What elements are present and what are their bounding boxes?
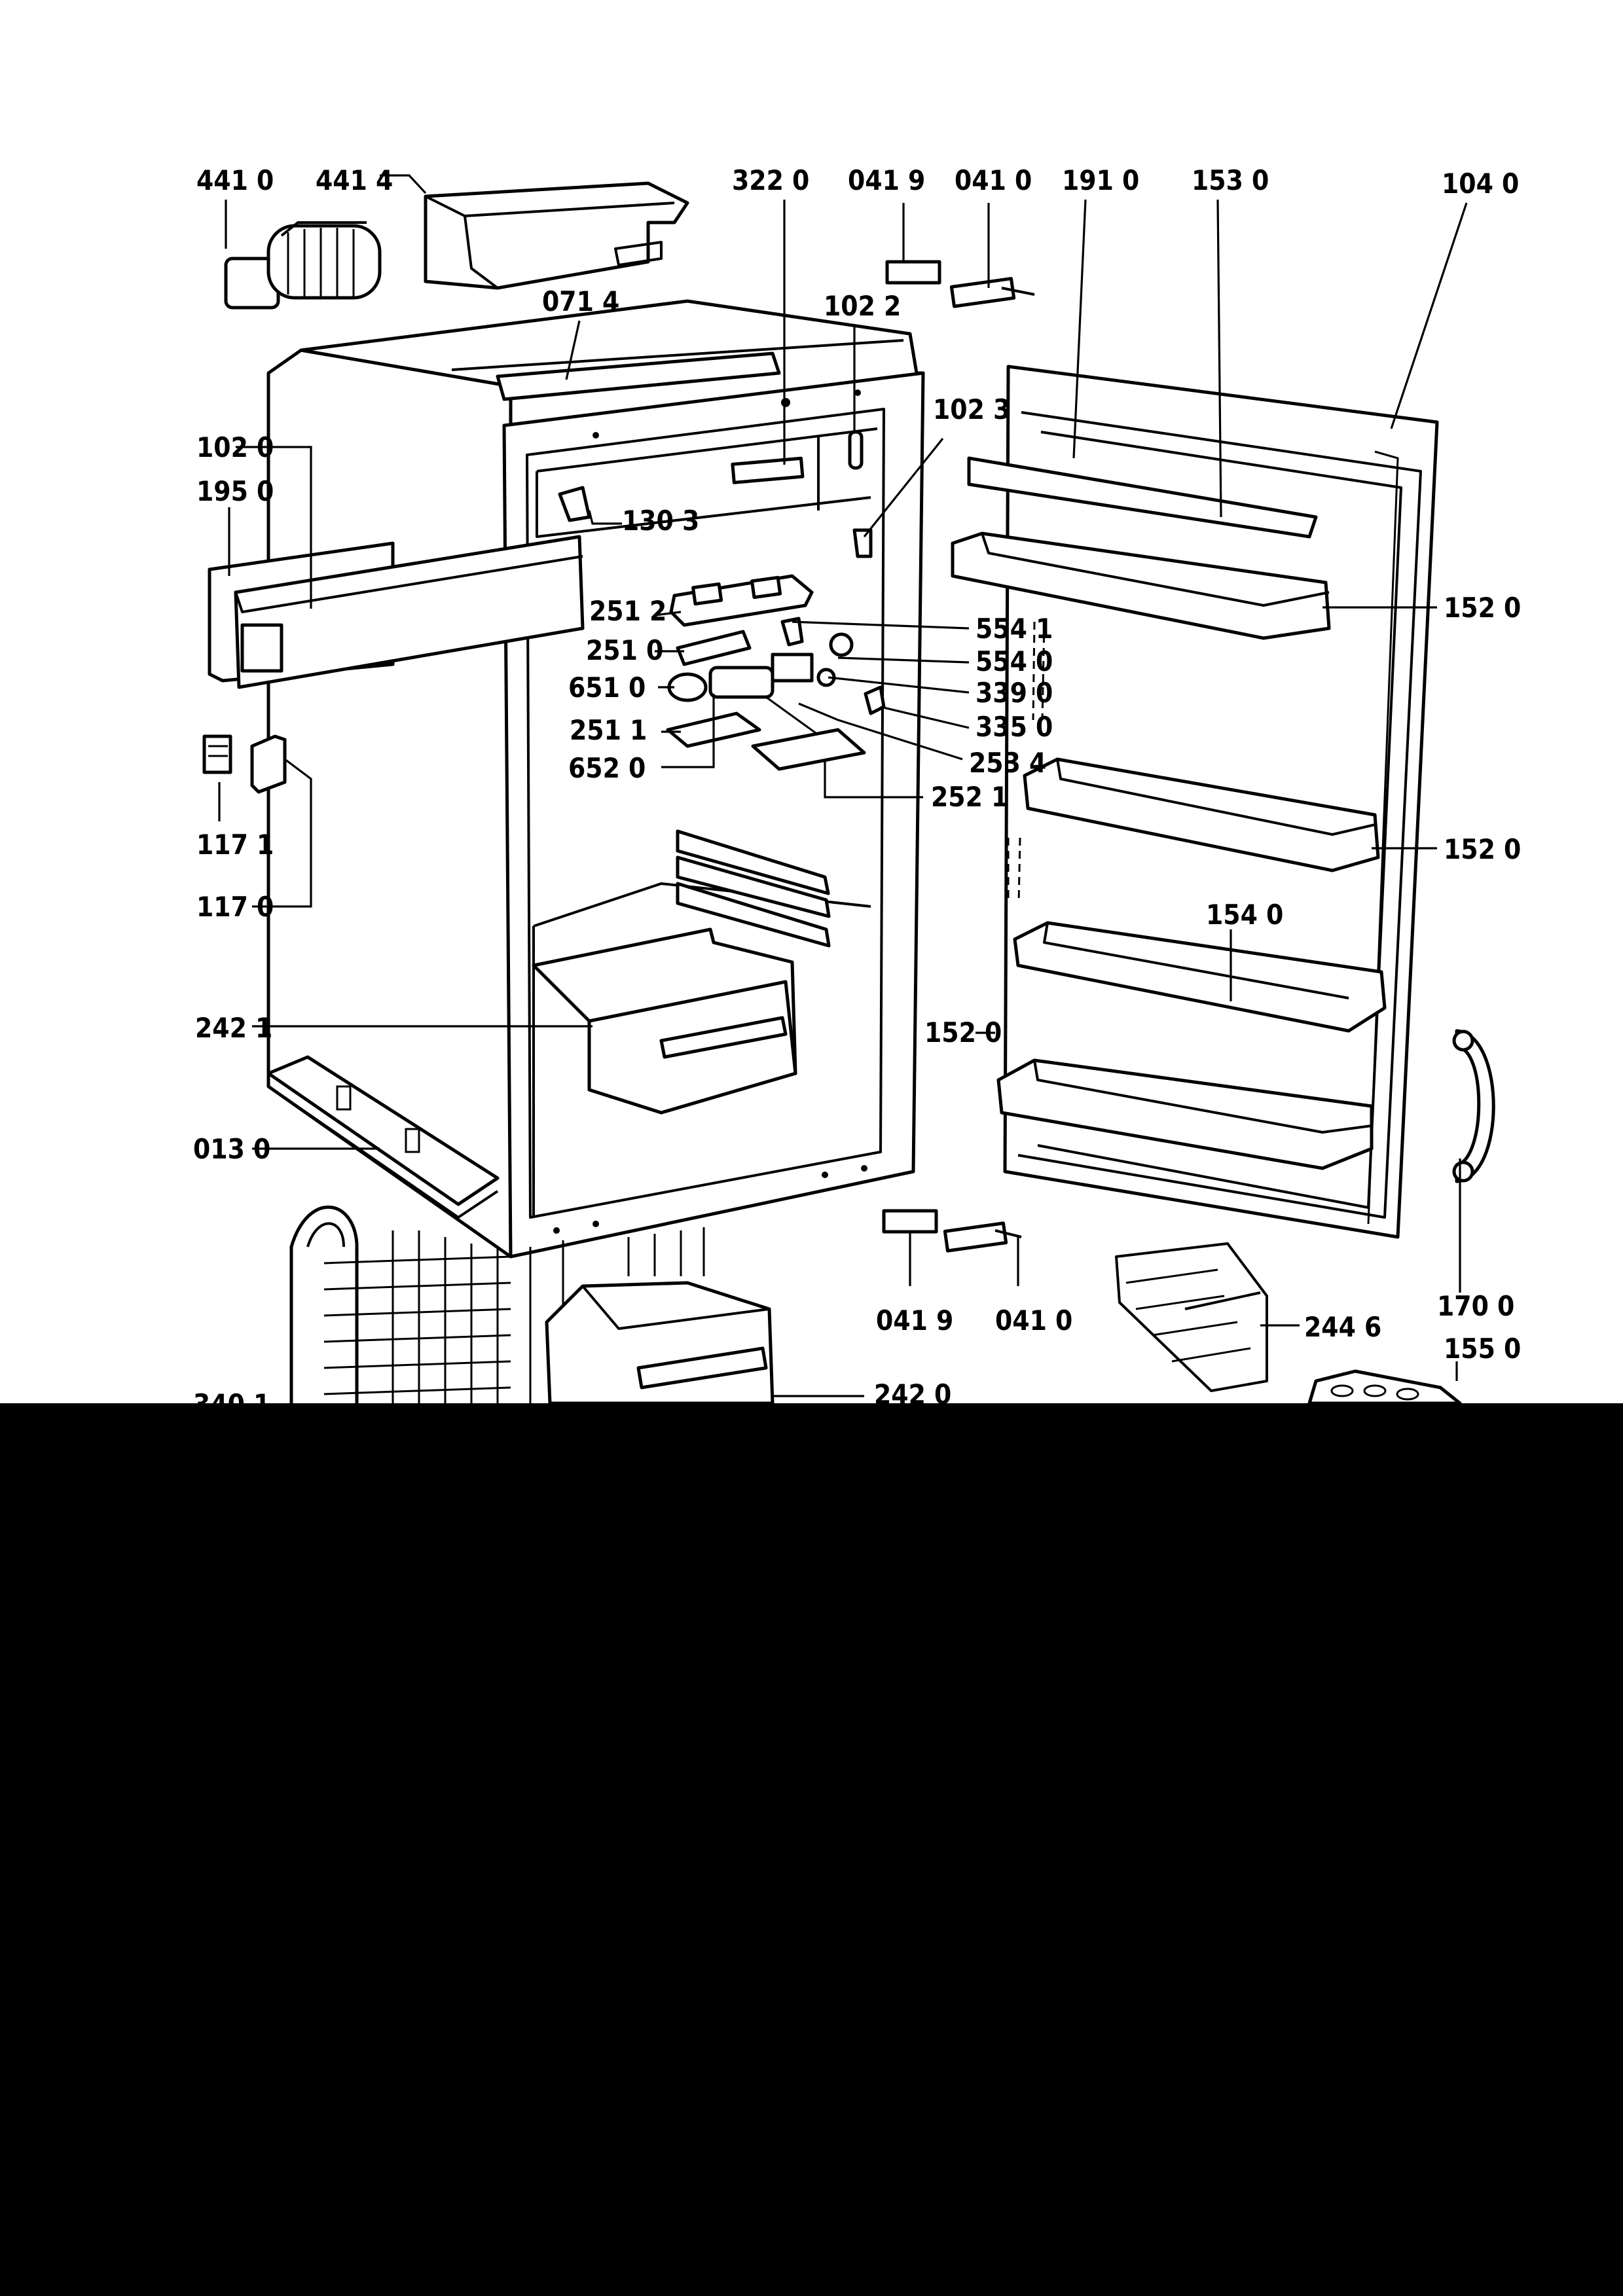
control-panel-cover (208, 535, 585, 689)
label-251-1: 251 1 (570, 714, 647, 746)
drip-tray (266, 1055, 500, 1219)
label-335-0: 335 0 (976, 711, 1053, 743)
door-catch-parts (202, 734, 287, 794)
label-441-0: 441 0 (196, 164, 274, 196)
crisper-drawer-upper (532, 927, 797, 1115)
fan-motor-part (224, 221, 382, 310)
leader-lines (218, 174, 1468, 1397)
label-152-0-upper: 152 0 (1444, 592, 1521, 624)
hinge-shim-top (885, 260, 941, 285)
egg-tray (1307, 1369, 1462, 1405)
label-554-0: 554 0 (976, 645, 1053, 677)
door-handle (1452, 1029, 1495, 1183)
label-152-0-lower: 152 0 (924, 1016, 1002, 1049)
bracket-322 (731, 456, 805, 484)
label-252-1: 252 1 (931, 781, 1008, 813)
label-154-0: 154 0 (1206, 899, 1283, 931)
label-041-9-top: 041 9 (848, 164, 925, 196)
label-244-6: 244 6 (1304, 1311, 1381, 1343)
label-041-0-top: 041 0 (955, 164, 1032, 196)
hinge-shim-bottom (882, 1209, 938, 1234)
label-242-1: 242 1 (195, 1012, 272, 1044)
label-102-3: 102 3 (933, 393, 1010, 425)
hinge-bottom (943, 1221, 1022, 1253)
cooling-unit (289, 1205, 705, 1409)
label-441-4: 441 4 (316, 164, 393, 196)
crisper-drawer-lower (545, 1281, 775, 1405)
label-041-9-bottom: 041 9 (876, 1304, 953, 1336)
label-153-0: 153 0 (1192, 164, 1269, 196)
label-195-0: 195 0 (196, 475, 274, 507)
label-251-2: 251 2 (589, 595, 666, 627)
label-117-1: 117 1 (196, 829, 274, 861)
label-322-0: 322 0 (732, 164, 809, 196)
label-652-0: 652 0 (568, 752, 646, 784)
label-651-0: 651 0 (568, 672, 646, 704)
wire-rack (1115, 1242, 1268, 1392)
label-102-2: 102 2 (824, 290, 901, 322)
label-170-0: 170 0 (1437, 1290, 1514, 1322)
label-104-0: 104 0 (1442, 168, 1519, 200)
label-155-0: 155 0 (1444, 1333, 1521, 1365)
label-071-4: 071 4 (542, 285, 619, 317)
hinge-top (949, 277, 1035, 308)
label-013-0: 013 0 (193, 1133, 270, 1165)
label-102-0: 102 0 (196, 431, 274, 463)
label-251-0: 251 0 (586, 634, 663, 666)
black-masked-region (0, 1403, 1623, 2296)
label-130-3: 130 3 (622, 505, 699, 537)
door-assembly (951, 365, 1439, 1239)
label-253-4: 253 4 (969, 747, 1046, 779)
thermostat-light-assembly (558, 430, 886, 771)
label-191-0: 191 0 (1062, 164, 1139, 196)
fan-housing-part (424, 181, 689, 290)
label-041-0-bottom: 041 0 (995, 1304, 1072, 1336)
label-117-0: 117 0 (196, 891, 274, 923)
part-labels: 441 0 441 4 322 0 041 9 041 0 191 0 153 … (193, 164, 1521, 1420)
label-152-0-middle: 152 0 (1444, 833, 1521, 865)
label-554-1: 554 1 (976, 613, 1053, 645)
label-339-0: 339 0 (976, 677, 1053, 709)
